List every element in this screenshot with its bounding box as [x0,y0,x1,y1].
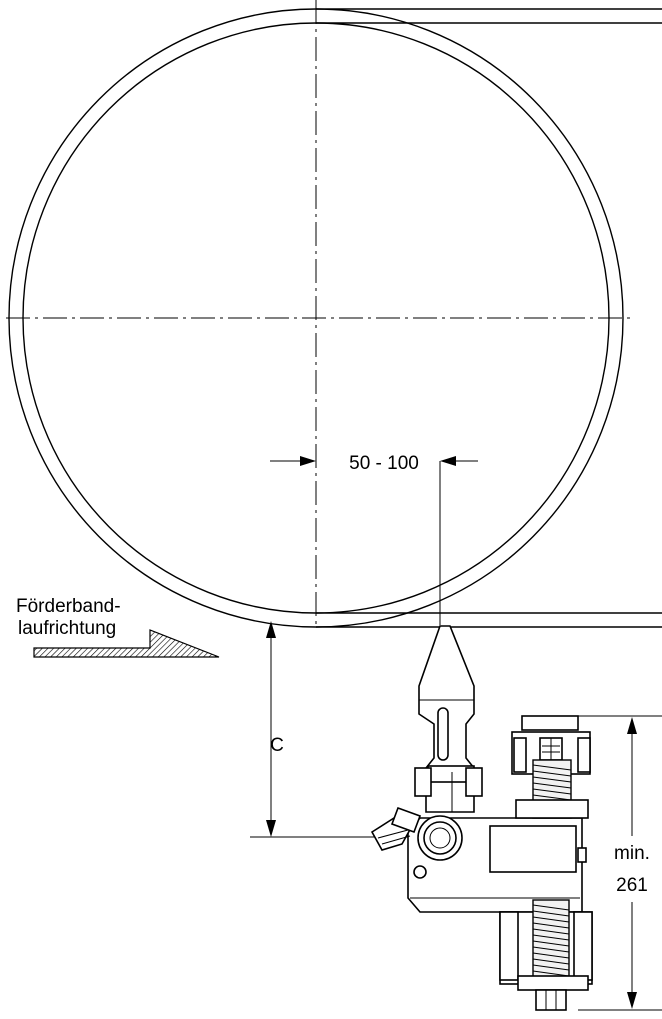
offset-dimension: 50 - 100 [270,453,478,625]
min-label: min. [614,843,650,864]
pivot-shaft [417,815,463,861]
belt-direction-indicator: Förderband- laufrichtung [16,596,220,658]
adjustment-bolt [370,806,422,851]
conveyor-belt [316,8,662,628]
dimension-c-label: C [270,735,284,756]
mounting-bracket [407,817,587,913]
scraper-assembly [370,625,593,1011]
upper-spring [515,759,589,819]
bracket-label-plate [489,825,577,873]
dimension-min-height: min. 261 [578,715,662,1011]
dimension-c: C [250,621,425,838]
center-lines [6,0,630,628]
direction-arrow [33,629,220,658]
blade-holder-arm [414,625,483,813]
tensioner-upper-housing [511,715,591,775]
direction-label-line2: laufrichtung [18,618,116,639]
lower-spring [517,899,589,991]
threaded-rod-end [535,989,567,1011]
min-value-label: 261 [616,875,648,896]
direction-label-line1: Förderband- [16,596,121,617]
offset-range-label: 50 - 100 [349,453,419,474]
